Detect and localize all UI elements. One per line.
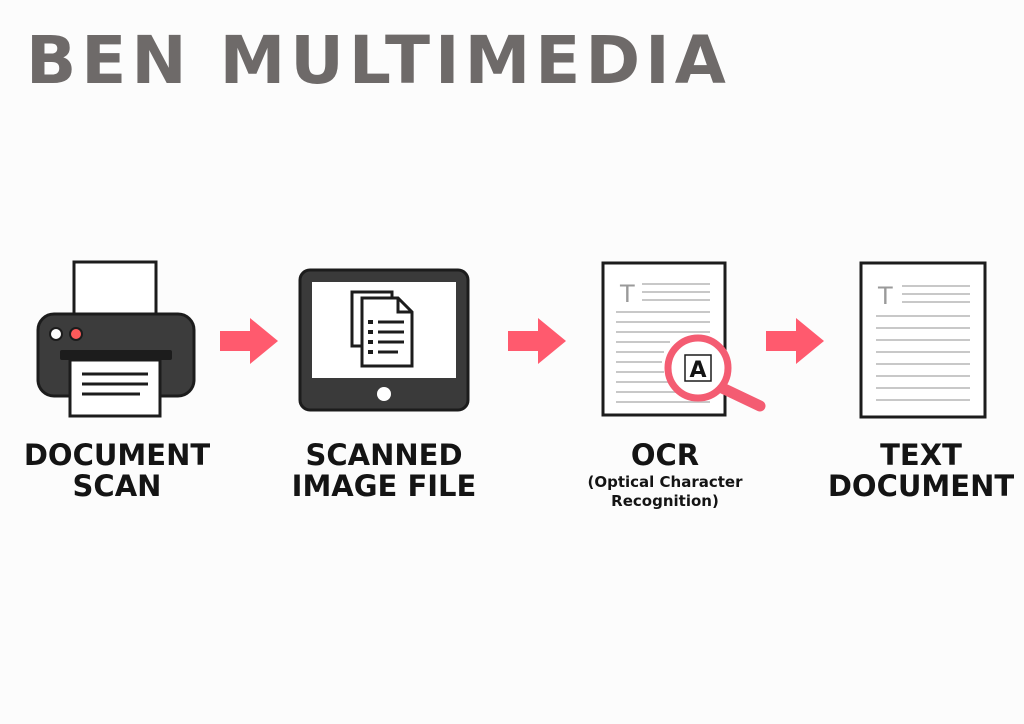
- doc-letter: T: [619, 280, 635, 308]
- text-document-icon: T: [859, 261, 987, 419]
- arrow-right-icon: [220, 318, 278, 364]
- step-label-document-scan: DOCUMENT SCAN: [23, 438, 211, 503]
- doc-letter: T: [877, 282, 893, 310]
- arrow-right-icon: [508, 318, 566, 364]
- ocr-magnifier-icon: T A: [601, 261, 766, 417]
- monitor-document-icon: [298, 268, 470, 412]
- brand-title: BEN MULTIMEDIA: [26, 22, 731, 99]
- arrow-right-icon: [766, 318, 824, 364]
- step-label-text-document: TEXT DOCUMENT: [827, 438, 1015, 503]
- step-label-scanned-image-file: SCANNED IMAGE FILE: [291, 438, 477, 503]
- step-label-ocr: OCR: [630, 438, 700, 472]
- lens-letter: A: [689, 358, 706, 383]
- printer-icon: [36, 260, 196, 418]
- step-sublabel-ocr: (Optical Character Recognition): [587, 473, 743, 510]
